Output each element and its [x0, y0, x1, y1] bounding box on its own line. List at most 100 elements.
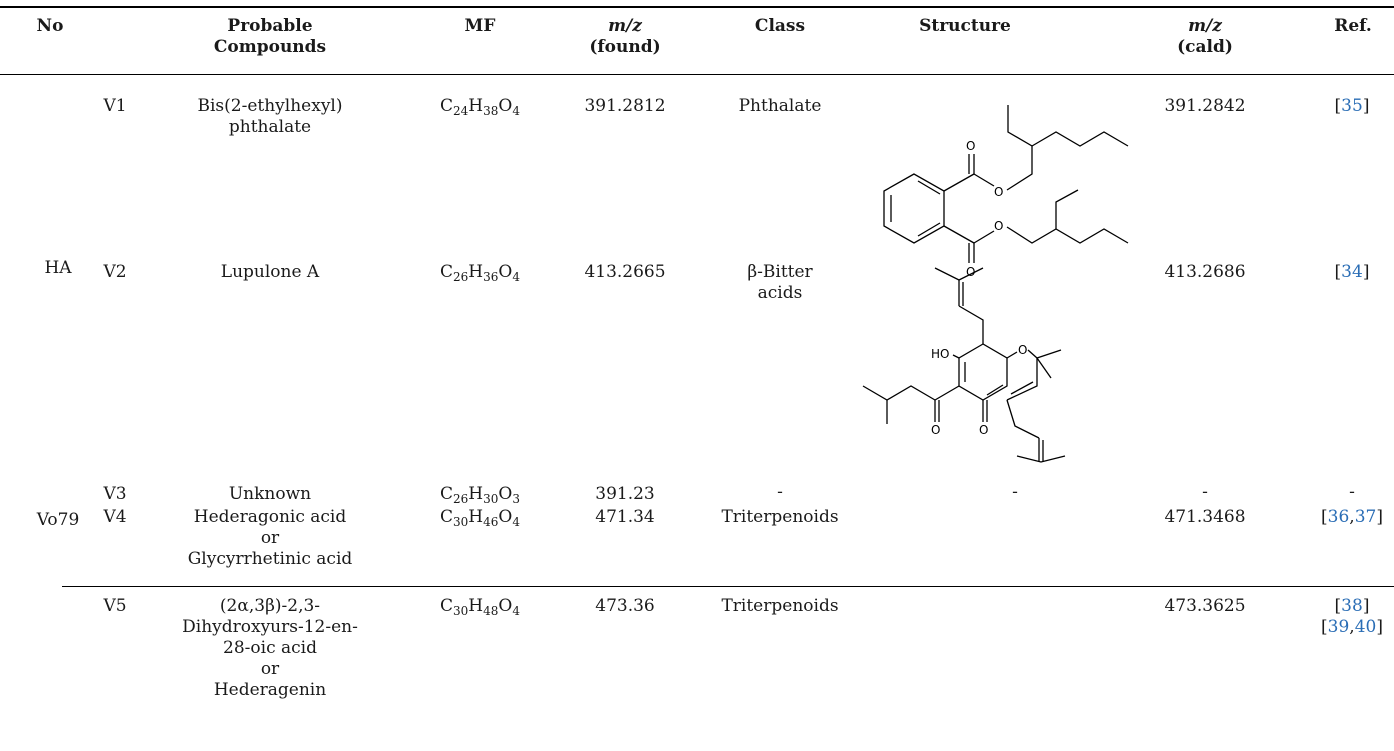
header-class: Class: [754, 16, 806, 36]
class-v3: -: [777, 482, 783, 502]
oxygen-atom: O: [979, 423, 988, 437]
mz-cald-v1: 391.2842: [1164, 96, 1246, 116]
compound-v1: Bis(2-ethylhexyl)phthalate: [197, 96, 343, 137]
group-label-ha: HA: [44, 258, 72, 278]
header-mz-cald-line2: (cald): [1177, 37, 1233, 57]
mf-v1: C24H38O4: [405, 96, 555, 117]
oxygen-atom: O: [966, 139, 975, 153]
formula-subscript: 38: [483, 104, 499, 118]
header-compounds-line2: Compounds: [213, 37, 327, 57]
header-mz-found: m/z (found): [560, 16, 690, 58]
ref-v2: [34]: [1334, 262, 1370, 282]
formula-subscript: 24: [453, 104, 469, 118]
formula-element: C: [440, 596, 454, 616]
class-v5: Triterpenoids: [721, 596, 839, 616]
ref-link[interactable]: 34: [1341, 262, 1363, 282]
formula-subscript: 36: [483, 270, 499, 284]
formula-element: H: [468, 507, 484, 527]
group-label-vo79: Vo79: [36, 510, 80, 530]
oxygen-atom: O: [994, 219, 1003, 233]
row-id-v1: V1: [103, 96, 127, 116]
oxygen-atom: O: [1018, 343, 1027, 357]
oxygen-atom: O: [931, 423, 940, 437]
mz-cald-v5: 473.3625: [1164, 596, 1246, 616]
formula-element: C: [440, 262, 454, 282]
ref-link[interactable]: 36: [1327, 507, 1350, 527]
mz-found-v3: 391.23: [595, 484, 655, 504]
formula-element: O: [498, 262, 513, 282]
formula-element: H: [468, 596, 484, 616]
ref-v5: [38] [39,40]: [1321, 596, 1383, 637]
structure-v2-lupulone-drawing: HO O O O: [862, 267, 1066, 463]
formula-element: C: [440, 96, 454, 116]
oxygen-atom: O: [994, 185, 1003, 199]
formula-subscript: 26: [453, 270, 469, 284]
group-divider-rule: [62, 586, 1394, 587]
formula-element: O: [498, 96, 513, 116]
mz-found-v5: 473.36: [595, 596, 655, 616]
structure-v1-phthalate-drawing: O O O O: [883, 105, 1129, 279]
formula-element: C: [440, 507, 454, 527]
structure-v3: -: [1012, 482, 1018, 502]
header-structure: Structure: [919, 16, 1011, 36]
header-compounds: Probable Compounds: [160, 16, 380, 58]
header-mz-found-line2: (found): [589, 37, 661, 57]
formula-element: O: [498, 596, 513, 616]
formula-subscript: 46: [483, 515, 499, 529]
header-ref: Ref.: [1334, 16, 1372, 36]
row-id-v5: V5: [103, 596, 127, 616]
formula-element: O: [498, 484, 513, 504]
formula-element: O: [498, 507, 513, 527]
compound-v2: Lupulone A: [220, 262, 320, 282]
header-mf: MF: [464, 16, 496, 36]
header-no: No: [36, 16, 64, 36]
header-mz-cald: m/z (cald): [1140, 16, 1270, 58]
formula-element: H: [468, 262, 484, 282]
formula-subscript: 3: [512, 492, 520, 506]
top-rule: [0, 6, 1394, 8]
formula-subscript: 30: [483, 492, 499, 506]
formula-subscript: 4: [512, 515, 520, 529]
mf-v2: C26H36O4: [405, 262, 555, 283]
formula-subscript: 30: [453, 604, 469, 618]
formula-subscript: 48: [483, 604, 499, 618]
formula-element: H: [468, 96, 484, 116]
mf-v5: C30H48O4: [405, 596, 555, 617]
ref-link[interactable]: 38: [1341, 596, 1363, 616]
oxygen-atom: O: [966, 265, 975, 279]
formula-subscript: 30: [453, 515, 469, 529]
formula-subscript: 26: [453, 492, 469, 506]
formula-element: C: [440, 484, 454, 504]
hydroxyl-group: HO: [931, 347, 949, 361]
ref-link[interactable]: 39: [1327, 617, 1350, 637]
mz-cald-v4: 471.3468: [1164, 507, 1246, 527]
mz-found-v1: 391.2812: [584, 96, 666, 116]
class-v4: Triterpenoids: [721, 507, 839, 527]
mz-cald-v3: -: [1202, 482, 1208, 502]
row-id-v3: V3: [103, 484, 127, 504]
formula-element: H: [468, 484, 484, 504]
header-mz-found-line1: m/z: [608, 16, 642, 36]
compound-v3: Unknown: [228, 484, 312, 504]
row-id-v4: V4: [103, 507, 127, 527]
mf-v3: C26H30O3: [405, 484, 555, 505]
header-rule: [0, 74, 1394, 75]
mz-found-v4: 471.34: [595, 507, 655, 527]
compound-v5: (2α,3β)-2,3-Dihydroxyurs-12-en-28-oic ac…: [182, 596, 358, 700]
ref-link[interactable]: 35: [1341, 96, 1363, 116]
ref-v1: [35]: [1334, 96, 1370, 116]
ref-link[interactable]: 37: [1354, 507, 1377, 527]
ref-v4: [36,37]: [1321, 507, 1383, 527]
row-id-v2: V2: [103, 262, 127, 282]
formula-subscript: 4: [512, 104, 520, 118]
ref-link[interactable]: 40: [1354, 617, 1377, 637]
mf-v4: C30H46O4: [405, 507, 555, 528]
mz-found-v2: 413.2665: [584, 262, 666, 282]
formula-subscript: 4: [512, 270, 520, 284]
header-mz-cald-line1: m/z: [1188, 16, 1222, 36]
mz-cald-v2: 413.2686: [1164, 262, 1246, 282]
header-compounds-line1: Probable: [227, 16, 313, 36]
formula-subscript: 4: [512, 604, 520, 618]
